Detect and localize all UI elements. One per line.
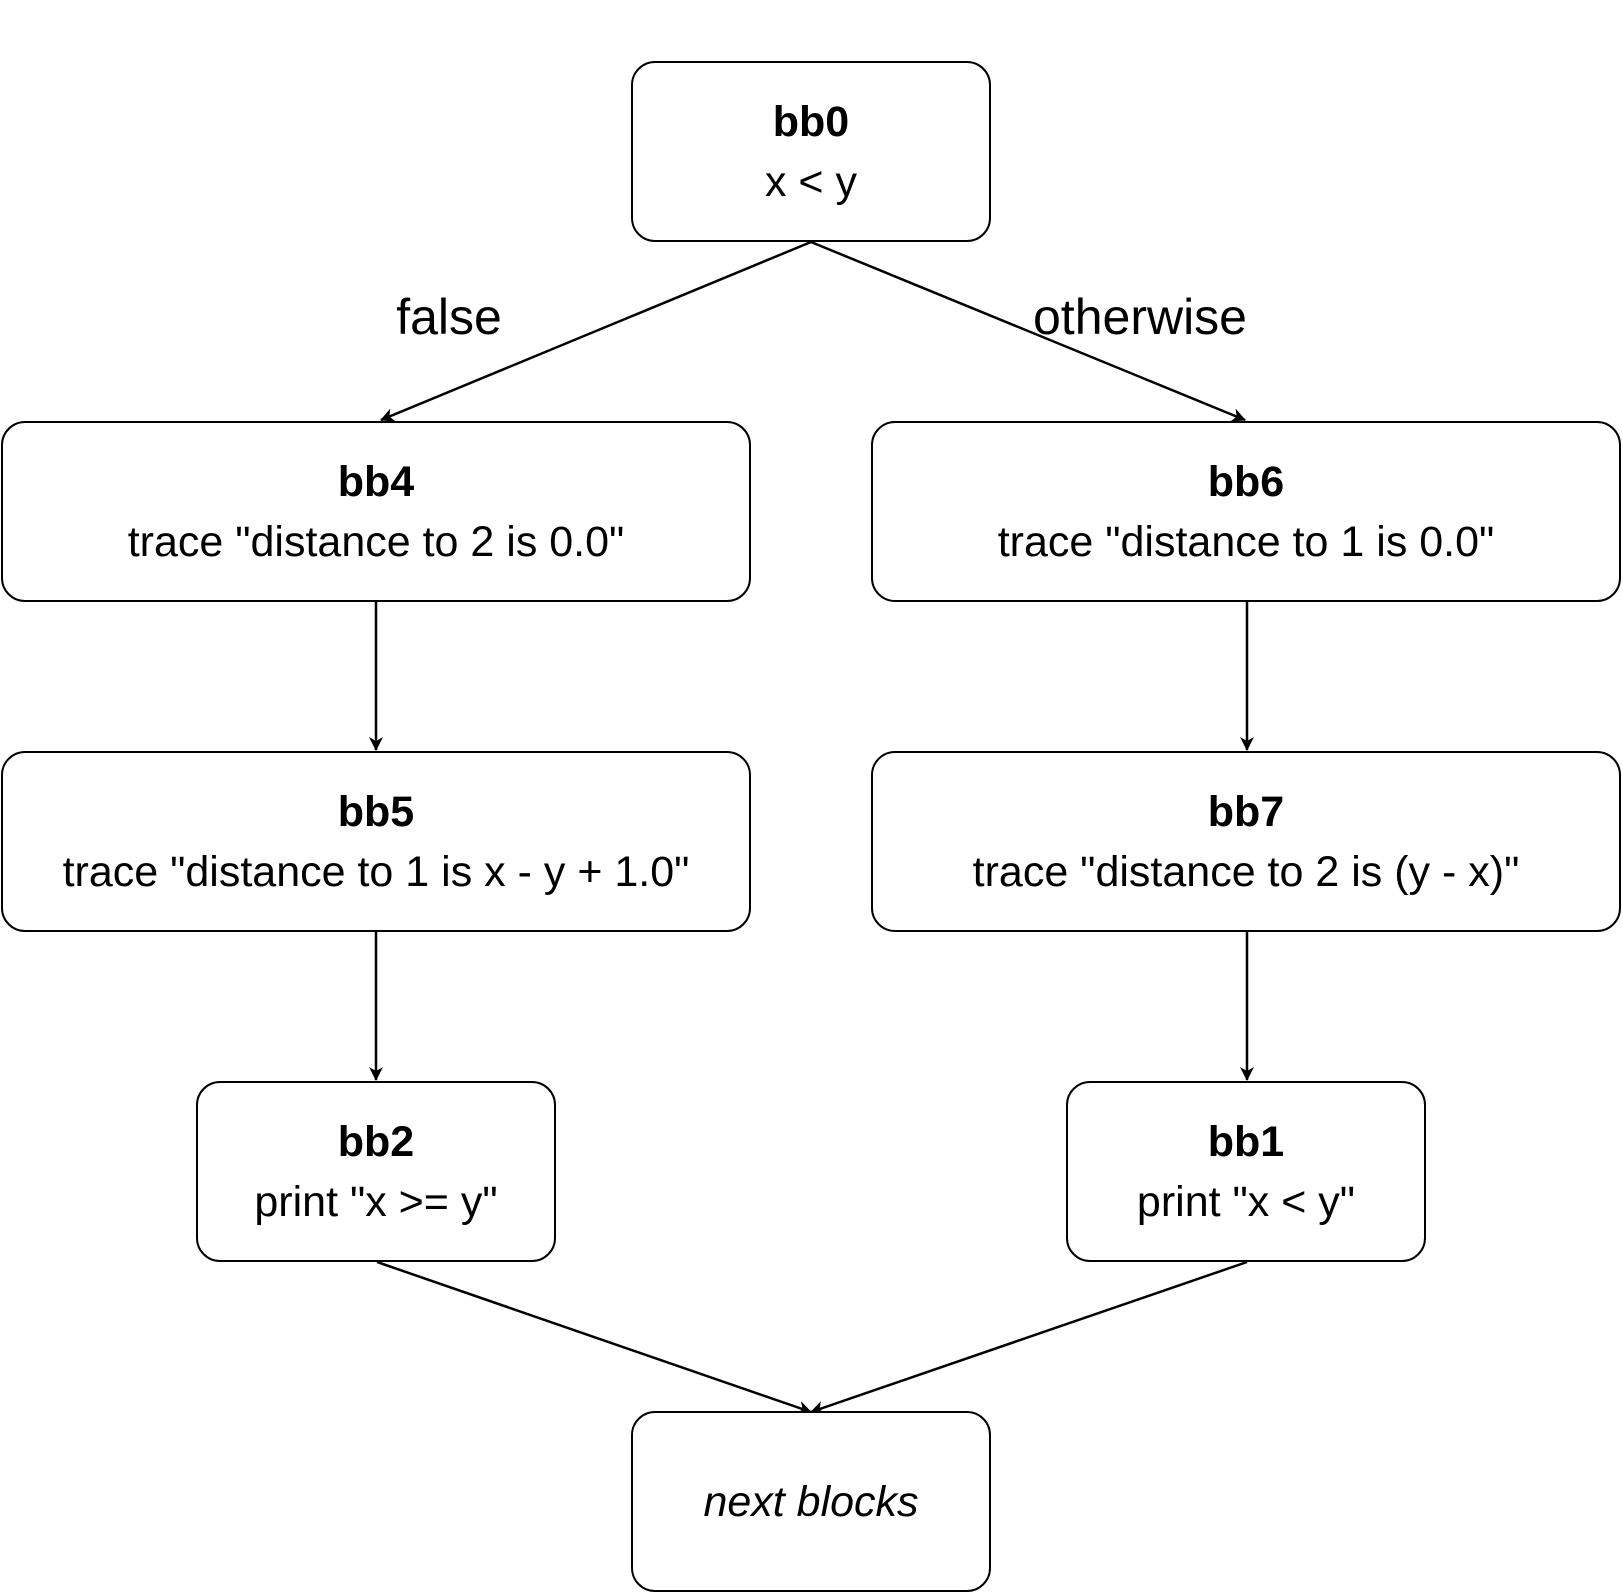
node-bb2: bb2 print "x >= y" — [196, 1081, 556, 1262]
node-bb5-body: trace "distance to 1 is x - y + 1.0" — [62, 847, 690, 896]
node-bb4-body: trace "distance to 2 is 0.0" — [127, 517, 625, 566]
node-bb4-title: bb4 — [337, 457, 415, 506]
node-bb2-body: print "x >= y" — [254, 1177, 498, 1226]
edge-label-false: false — [396, 289, 502, 345]
node-bb0-body: x < y — [764, 157, 857, 206]
node-bb4: bb4 trace "distance to 2 is 0.0" — [1, 421, 751, 602]
node-bb5-title: bb5 — [337, 787, 415, 836]
node-bb7-body: trace "distance to 2 is (y - x)" — [972, 847, 1520, 896]
node-bb0: bb0 x < y — [631, 61, 991, 242]
node-bb5: bb5 trace "distance to 1 is x - y + 1.0" — [1, 751, 751, 932]
node-next-blocks-body: next blocks — [703, 1477, 919, 1526]
edge-bb0-bb4 — [380, 240, 812, 422]
node-bb0-title: bb0 — [772, 97, 850, 146]
edge-label-otherwise: otherwise — [1033, 289, 1247, 345]
node-bb7: bb7 trace "distance to 2 is (y - x)" — [871, 751, 1621, 932]
node-bb1-body: print "x < y" — [1136, 1177, 1356, 1226]
node-bb6-body: trace "distance to 1 is 0.0" — [997, 517, 1495, 566]
node-bb6-title: bb6 — [1207, 457, 1285, 506]
node-bb6: bb6 trace "distance to 1 is 0.0" — [871, 421, 1621, 602]
node-next-blocks: next blocks — [631, 1411, 991, 1592]
edge-bb1-next — [810, 1260, 1248, 1415]
node-bb2-title: bb2 — [337, 1117, 415, 1166]
edge-bb2-next — [376, 1260, 812, 1415]
edge-bb0-bb6 — [810, 240, 1246, 422]
node-bb1: bb1 print "x < y" — [1066, 1081, 1426, 1262]
node-bb7-title: bb7 — [1207, 787, 1285, 836]
node-bb1-title: bb1 — [1207, 1117, 1285, 1166]
